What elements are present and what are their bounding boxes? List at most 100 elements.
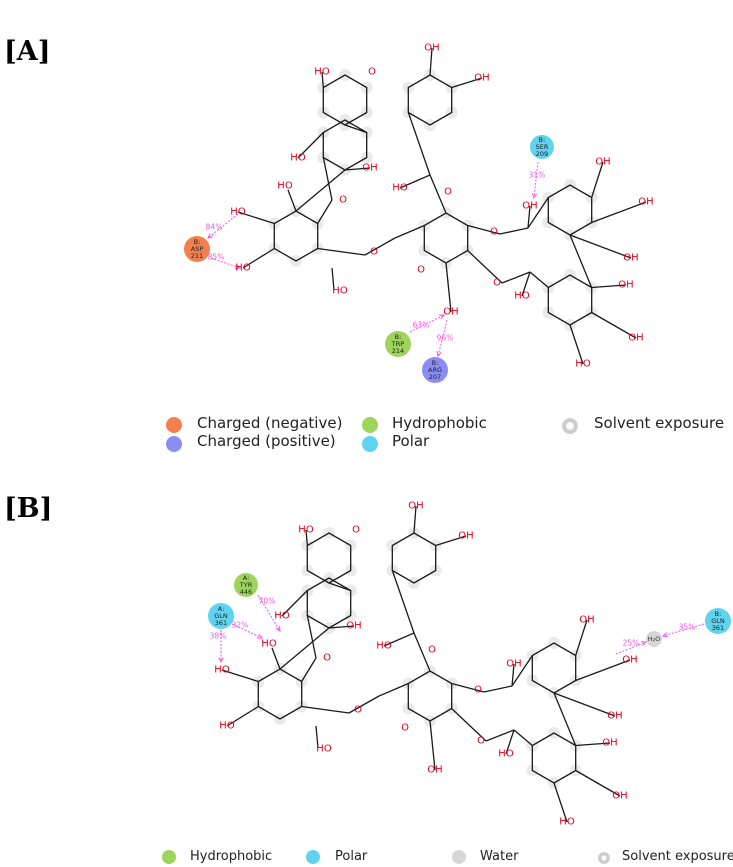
bond bbox=[279, 627, 330, 670]
oxygen-atom-label: OH bbox=[506, 659, 521, 670]
water-molecule: H₂O bbox=[646, 631, 662, 647]
oxygen-atom-label: HO bbox=[219, 721, 235, 732]
bond bbox=[306, 615, 317, 659]
bond bbox=[451, 77, 483, 89]
bond bbox=[483, 685, 513, 693]
oxygen-atom-label: OH bbox=[602, 738, 617, 749]
hydrogen-bond-line bbox=[210, 257, 241, 269]
oxygen-atom-label: HO bbox=[298, 525, 314, 536]
oxygen-atom-label: O bbox=[477, 736, 485, 747]
bond bbox=[315, 725, 319, 749]
bond bbox=[305, 529, 308, 546]
residue-circle bbox=[234, 573, 258, 597]
bond bbox=[513, 729, 533, 746]
oxygen-atom-label: OH bbox=[595, 157, 610, 168]
bond bbox=[553, 782, 568, 823]
bond bbox=[485, 729, 515, 742]
carbon-ring bbox=[407, 74, 453, 126]
oxygen-atom-label: O bbox=[474, 685, 482, 696]
residue-chain-label: B: bbox=[395, 333, 402, 341]
oxygen-atom-label: HO bbox=[235, 263, 251, 274]
bond bbox=[553, 692, 577, 746]
bond bbox=[295, 169, 346, 212]
residue-chain-label: B: bbox=[432, 359, 439, 367]
bond bbox=[321, 71, 324, 88]
interaction-percentage: 31% bbox=[529, 171, 546, 180]
legend-b-water-label: Water bbox=[480, 849, 519, 864]
bond bbox=[505, 729, 515, 755]
interaction-percentage: 96% bbox=[437, 334, 454, 343]
bond bbox=[591, 201, 647, 224]
legend-a-polar-dot bbox=[362, 436, 378, 452]
residue-name-label: ASP bbox=[191, 245, 204, 253]
carbon-ring bbox=[407, 670, 453, 722]
oxygen-atom-label: HO bbox=[290, 153, 306, 164]
residue-name-label: TYR bbox=[239, 581, 253, 589]
bond bbox=[328, 582, 351, 592]
oxygen-atom-label: HO bbox=[214, 665, 230, 676]
bond bbox=[301, 657, 317, 682]
interaction-percentage: 85% bbox=[208, 253, 225, 262]
interaction-percentage: 84% bbox=[206, 223, 223, 232]
bond bbox=[226, 705, 259, 727]
legend-a-positive-dot bbox=[166, 436, 182, 452]
bond bbox=[511, 663, 515, 687]
legend-a-polar-label: Polar bbox=[392, 432, 430, 450]
oxygen-atom-label: OH bbox=[443, 307, 458, 318]
residue-circle bbox=[422, 357, 448, 383]
residue-circle bbox=[530, 135, 554, 159]
legend-a-solvent-label: Solvent exposure bbox=[594, 414, 725, 432]
bond bbox=[521, 271, 531, 297]
oxygen-atom-label: OH bbox=[362, 163, 377, 174]
bond bbox=[451, 682, 485, 693]
hydrogen-bond-arrow bbox=[531, 193, 538, 200]
residue-name-label: GLN bbox=[711, 617, 725, 625]
interaction-percentage: 70% bbox=[259, 597, 276, 606]
oxygen-atom-label: OH bbox=[622, 655, 637, 666]
hydrogen-bond-line bbox=[409, 314, 445, 333]
legend-b-solvent-dot bbox=[598, 852, 610, 864]
interaction-percentage: 35% bbox=[679, 623, 696, 632]
bond bbox=[501, 271, 531, 284]
residue-chain-label: B: bbox=[194, 238, 201, 246]
bond bbox=[281, 590, 308, 617]
hydrogen-bond-arrow bbox=[256, 633, 264, 639]
bond bbox=[435, 535, 467, 547]
legend-b-polar-dot bbox=[306, 850, 320, 864]
bond bbox=[569, 234, 593, 288]
oxygen-atom-label: HO bbox=[261, 639, 277, 650]
bond bbox=[591, 284, 627, 289]
residue-circle bbox=[705, 608, 731, 634]
hydrogen-bond-arrow bbox=[218, 657, 224, 664]
oxygen-atom-label: HO bbox=[559, 817, 575, 828]
oxygen-atom-label: O bbox=[339, 195, 347, 206]
hydrogen-bond-line bbox=[207, 213, 239, 239]
bond bbox=[499, 227, 529, 235]
residue-chain-label: A: bbox=[218, 605, 225, 613]
legend-b-water-dot bbox=[452, 850, 466, 864]
oxygen-atom-label: HO bbox=[316, 744, 332, 755]
residue-circle bbox=[385, 331, 411, 357]
bond bbox=[394, 224, 425, 239]
residue-name-label: SER bbox=[536, 143, 549, 151]
bond bbox=[328, 625, 355, 629]
oxygen-atom-label: HO bbox=[575, 359, 591, 370]
residue-name-label: ARG bbox=[428, 366, 442, 374]
hydrogen-bond-line bbox=[437, 319, 448, 357]
residue-number-label: 207 bbox=[429, 373, 441, 381]
oxygen-atom-label: O bbox=[490, 227, 498, 238]
bond bbox=[242, 247, 275, 269]
oxygen-atom-label: HO bbox=[314, 67, 330, 78]
oxygen-atom-label: O bbox=[368, 67, 376, 78]
bond bbox=[527, 197, 549, 229]
residue-name-label: GLN bbox=[214, 612, 228, 620]
oxygen-atom-label: O bbox=[493, 278, 501, 289]
water-label: H₂O bbox=[648, 635, 661, 643]
oxygen-atom-label: OH bbox=[458, 531, 473, 542]
oxygen-atom-label: O bbox=[352, 525, 360, 536]
bond bbox=[575, 769, 621, 797]
